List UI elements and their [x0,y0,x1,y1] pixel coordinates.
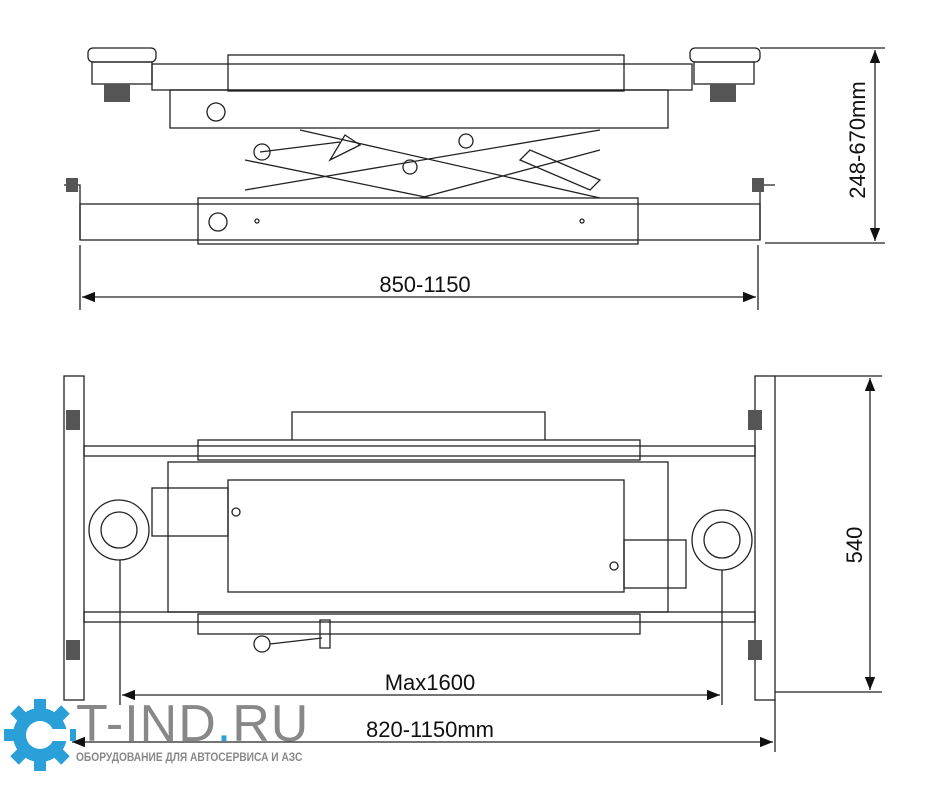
side-width-label: 850-1150 [379,272,470,297]
logo-dot: . [216,695,233,753]
logo-name-part1: T-IND [76,695,217,753]
side-view: 850-1150 248-670mm [64,47,885,310]
plan-view: Max1600 820-1150mm 540 [63,375,882,752]
depth-label: 540 [842,527,867,564]
logo-wordmark: T-IND.RU [76,698,309,750]
logo-name-part2: RU [232,695,310,753]
logo-tagline: ОБОРУДОВАНИЕ ДЛЯ АВТОСЕРВИСА И АЗС [76,750,303,764]
plan-width-label: 820-1150mm [366,717,494,742]
height-range-label: 248-670mm [845,81,870,198]
gear-logo-icon [4,699,76,771]
max-span-label: Max1600 [385,670,476,695]
